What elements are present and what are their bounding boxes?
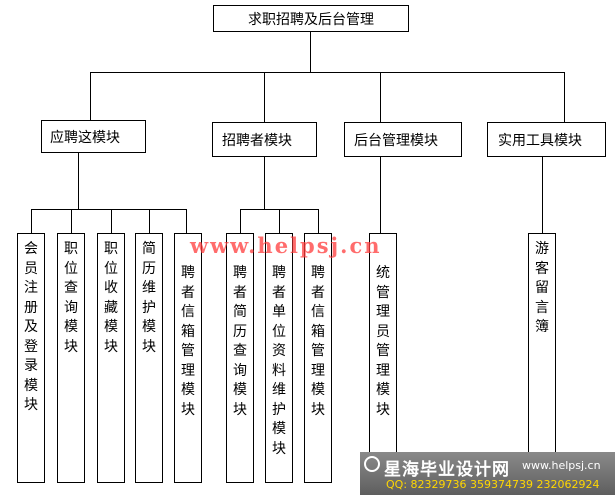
leaf-member-login: 会员注册及登录模块 [17,233,45,483]
watermark-text: www.helpsj.cn [190,233,382,258]
leaf-label: 聘者单位资料维护模块 [272,265,286,457]
leaf-applicant-mailbox: 聘者信箱管理模块 [174,233,202,483]
module-tools-label: 实用工具模块 [498,132,582,149]
module-admin: 后台管理模块 [344,122,462,157]
leaf-recruiter-mailbox: 聘者信箱管理模块 [304,233,332,483]
leaf-label: 聘者信箱管理模块 [181,265,195,418]
module-tools: 实用工具模块 [487,122,606,157]
leaf-label: 职位查询模块 [64,241,78,355]
star-sea-logo-icon [364,456,380,472]
leaf-job-search: 职位查询模块 [57,233,85,483]
leaf-label: 职位收藏模块 [104,241,118,355]
module-applicant-label: 应聘这模块 [50,129,120,146]
leaf-resume-query: 聘者简历查询模块 [226,233,254,483]
module-admin-label: 后台管理模块 [354,132,438,149]
module-recruiter: 招聘者模块 [212,122,317,157]
leaf-job-favorites: 职位收藏模块 [97,233,125,483]
leaf-company-info: 聘者单位资料维护模块 [265,233,293,483]
logo-url: www.helpsj.cn [522,459,601,472]
leaf-label: 聘者信箱管理模块 [311,265,325,418]
root-node-label: 求职招聘及后台管理 [248,11,374,28]
leaf-label: 统管理员管理模块 [376,265,390,418]
module-applicant: 应聘这模块 [41,120,146,153]
leaf-resume-maintenance: 简历维护模块 [135,233,163,483]
leaf-guestbook: 游客留言簿 [528,233,556,483]
leaf-label: 游客留言簿 [535,241,549,335]
site-logo-band: 星海毕业设计网 www.helpsj.cn QQ: 82329736 35937… [360,452,615,495]
leaf-label: 聘者简历查询模块 [233,265,247,418]
leaf-label: 简历维护模块 [142,241,156,355]
leaf-label: 会员注册及登录模块 [24,241,38,413]
root-node: 求职招聘及后台管理 [213,5,409,32]
logo-title: 星海毕业设计网 [384,460,510,480]
logo-qq: QQ: 82329736 359374739 232062924 [386,478,600,491]
leaf-admin-management: 统管理员管理模块 [369,233,397,483]
module-recruiter-label: 招聘者模块 [222,132,292,149]
